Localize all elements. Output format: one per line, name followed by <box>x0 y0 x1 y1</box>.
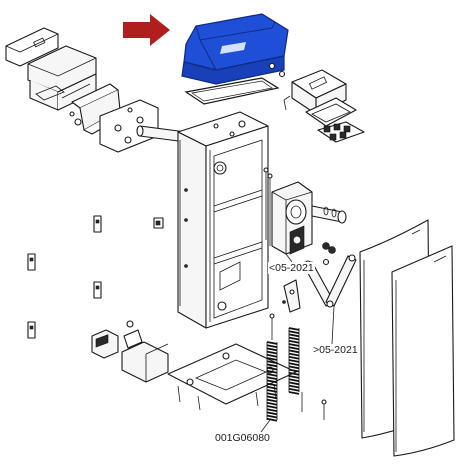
shaft-coupling <box>311 205 347 224</box>
callout-rev-before: <05-2021 <box>268 262 315 274</box>
door-panels <box>359 219 455 457</box>
terminal-block <box>317 121 365 143</box>
side-hood-parts <box>5 27 129 135</box>
motor-hardware <box>322 242 336 266</box>
main-cabinet <box>177 111 269 329</box>
callout-spring-code: 001G06080 <box>214 432 271 444</box>
highlighted-cover[interactable] <box>181 13 289 85</box>
arrow-right-icon <box>123 14 170 46</box>
output-shaft <box>136 125 187 143</box>
cover-gasket <box>184 62 286 105</box>
small-bracket <box>282 279 301 313</box>
control-board-box <box>283 69 357 127</box>
gear-motor <box>271 181 313 255</box>
battery-box <box>91 320 169 383</box>
left-fittings <box>27 215 164 339</box>
callout-rev-after: >05-2021 <box>312 344 359 356</box>
balance-springs <box>266 313 327 422</box>
door-bolts <box>263 167 273 246</box>
